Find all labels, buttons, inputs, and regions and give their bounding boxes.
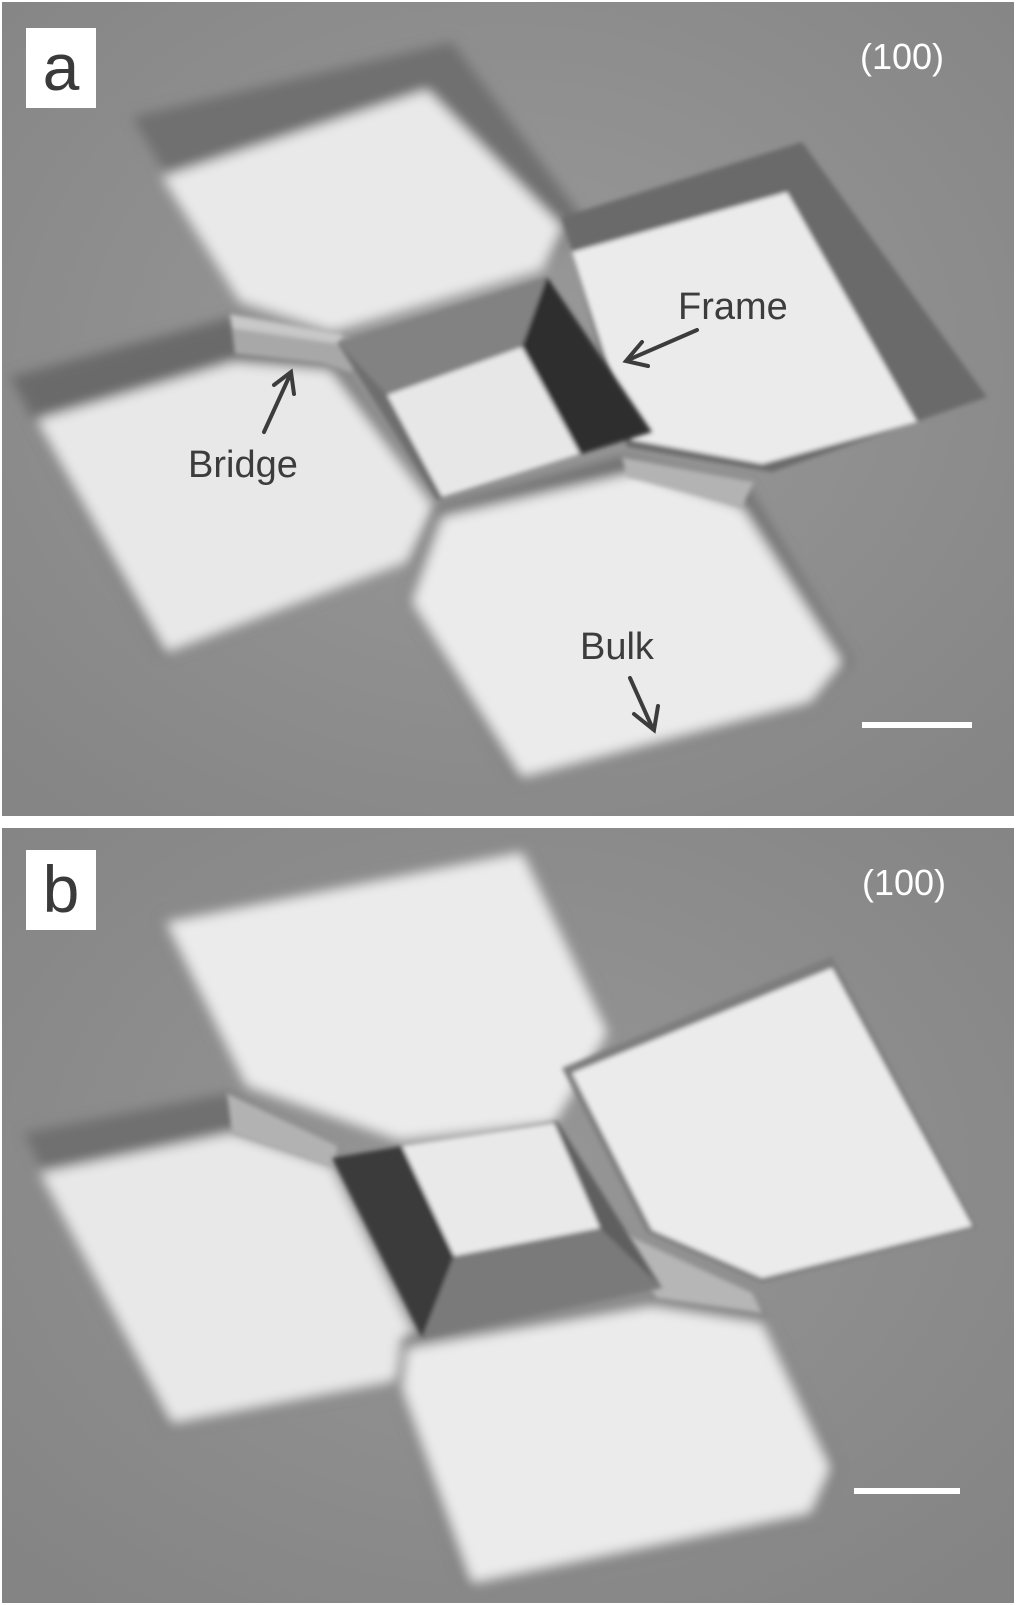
panel-b-orientation: (100) bbox=[861, 862, 946, 903]
bulk-label: Bulk bbox=[580, 626, 654, 668]
frame-arrow bbox=[626, 328, 699, 362]
bridge-label: Bridge bbox=[188, 444, 298, 486]
panel-b-label: b bbox=[26, 850, 96, 930]
panel-a: a (100) Frame Bridge Bulk bbox=[2, 2, 1014, 816]
bulk-arrow bbox=[628, 676, 654, 729]
panel-a-label: a bbox=[26, 28, 96, 108]
panel-a-orientation: (100) bbox=[859, 36, 944, 77]
panel-b: b (100) bbox=[2, 828, 1014, 1603]
bridge-arrow bbox=[262, 373, 292, 434]
frame-arrowhead bbox=[622, 340, 650, 368]
annotation-arrows bbox=[262, 328, 699, 734]
panel-a-micrograph bbox=[2, 2, 1014, 816]
bridge-arrowhead bbox=[272, 368, 296, 396]
panel-a-scale-bar bbox=[862, 722, 972, 728]
panel-b-micrograph bbox=[2, 828, 1014, 1603]
panel-b-scale-bar bbox=[854, 1488, 960, 1494]
bulk-arrowhead bbox=[632, 704, 660, 734]
frame-label: Frame bbox=[678, 286, 788, 328]
